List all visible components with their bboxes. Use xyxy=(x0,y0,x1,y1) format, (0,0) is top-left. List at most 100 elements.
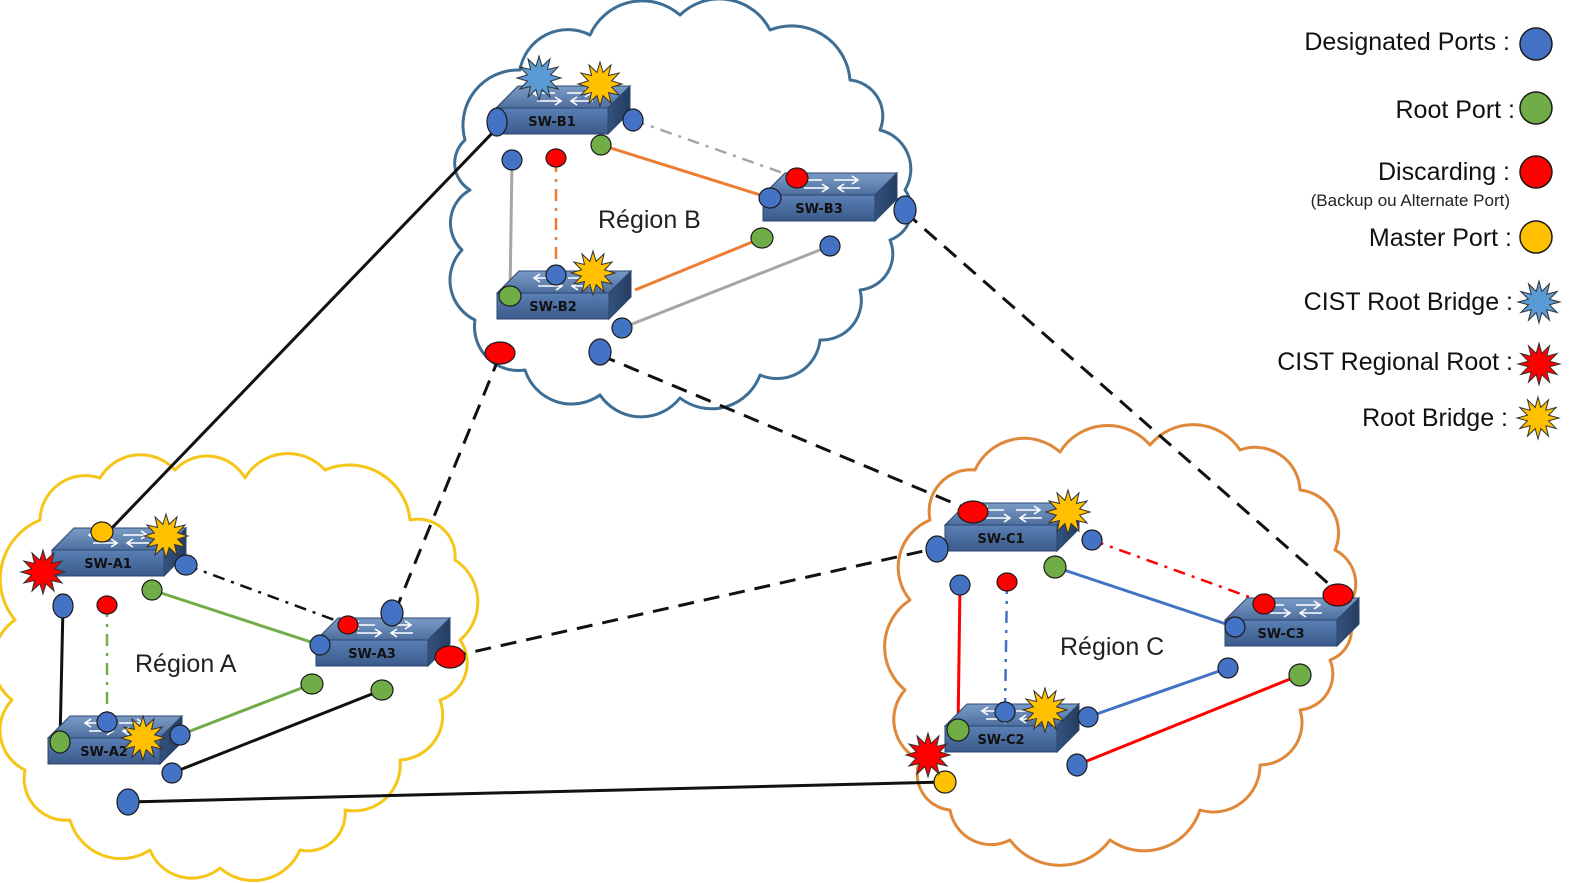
switch-arrow-icon xyxy=(804,183,830,193)
switch-arrow-icon xyxy=(1016,505,1042,515)
root-bridge-icon xyxy=(142,512,190,560)
legend-root-port-swatch xyxy=(1519,91,1553,125)
discarding-port xyxy=(957,500,989,524)
link-a2-c2 xyxy=(127,780,946,804)
cist-regional-root-icon xyxy=(904,731,952,779)
designated-port xyxy=(1077,706,1099,728)
root-bridge-icon xyxy=(1021,686,1069,734)
link-b2-c1 xyxy=(599,353,971,512)
link-c1-c3 xyxy=(1054,565,1236,629)
legend-discarding-sublabel: (Backup ou Alternate Port) xyxy=(1311,191,1510,210)
discarding-port xyxy=(785,167,809,189)
designated-port xyxy=(1066,753,1088,777)
master-port xyxy=(933,770,957,794)
link-a1-a2 xyxy=(58,605,65,743)
switch-b3: SW-B3 xyxy=(761,171,899,223)
legend-discarding-label: Discarding : xyxy=(1378,158,1510,186)
root-bridge-icon xyxy=(576,60,624,108)
root-port xyxy=(49,730,71,754)
root-port xyxy=(750,227,774,249)
root-port xyxy=(498,285,522,307)
link-b2-b3-b xyxy=(621,244,831,330)
root-port xyxy=(1043,555,1067,579)
link-a2-a3 xyxy=(179,682,313,737)
region-a-label: Région A xyxy=(135,650,237,678)
designated-port xyxy=(588,338,612,366)
link-a1-b1 xyxy=(108,123,502,532)
switch-label: SW-A3 xyxy=(348,647,396,662)
discarding-port xyxy=(1322,583,1354,607)
root-bridge-icon xyxy=(569,249,617,297)
designated-port xyxy=(380,599,404,627)
designated-port xyxy=(622,108,644,132)
discarding-port xyxy=(484,341,516,365)
discarding-port xyxy=(337,615,359,635)
ports xyxy=(49,107,1354,816)
root-port xyxy=(370,679,394,701)
designated-port xyxy=(1217,657,1239,679)
legend-marks xyxy=(1515,27,1562,441)
root-port xyxy=(590,134,612,156)
link-c1-c2 xyxy=(956,584,962,731)
region-c-label: Région C xyxy=(1060,633,1164,661)
switch-label: SW-C1 xyxy=(977,532,1024,547)
legend-cist-regional-label: CIST Regional Root : xyxy=(1277,348,1513,376)
legend-designated-label: Designated Ports : xyxy=(1304,28,1510,56)
switch-arrow-icon xyxy=(986,513,1012,523)
switch-arrow-icon xyxy=(1296,600,1322,610)
legend-discarding-swatch xyxy=(1519,155,1553,189)
legend-root-bridge-label: Root Bridge : xyxy=(1362,404,1508,432)
switch-label: SW-B3 xyxy=(795,202,842,217)
designated-port xyxy=(169,724,191,746)
switch-arrow-icon xyxy=(1018,513,1042,523)
root-bridge-icon xyxy=(1044,488,1092,536)
designated-port xyxy=(893,195,917,225)
link-a1-a3 xyxy=(151,588,321,647)
root-bridge-icon xyxy=(119,714,167,762)
legend-master-swatch xyxy=(1519,220,1553,254)
links xyxy=(58,118,1339,804)
switch-side-face xyxy=(1056,702,1080,754)
legend-root-bridge-icon xyxy=(1515,395,1561,441)
switch-a3: SW-A3 xyxy=(314,616,452,668)
discarding-port xyxy=(96,595,118,615)
region-a-cloud xyxy=(0,451,480,882)
switch-arrow-icon xyxy=(93,538,119,548)
link-b1-b3 xyxy=(600,143,771,200)
switch-arrow-icon xyxy=(537,96,563,106)
link-c2-c3 xyxy=(1087,666,1229,719)
switch-label: SW-B2 xyxy=(529,300,576,315)
root-port xyxy=(1288,663,1312,687)
switch-side-face xyxy=(608,269,632,321)
designated-port xyxy=(501,149,523,171)
designated-port xyxy=(758,187,782,209)
switch-arrow-icon xyxy=(836,183,860,193)
link-a2-a3-b xyxy=(171,688,383,775)
designated-port xyxy=(486,107,508,137)
discarding-port xyxy=(545,148,567,168)
designated-port xyxy=(52,593,74,619)
legend-designated-swatch xyxy=(1519,27,1553,61)
legend-cist-regional-icon xyxy=(1516,341,1562,387)
switch-arrow-icon xyxy=(357,628,383,638)
switch-label: SW-A2 xyxy=(80,745,128,760)
switch-side-face xyxy=(874,171,898,223)
root-port xyxy=(946,718,970,742)
designated-port xyxy=(925,535,949,563)
link-b2-b3 xyxy=(634,236,763,292)
switch-side-face xyxy=(427,616,451,668)
designated-port xyxy=(545,264,567,286)
discarding-port xyxy=(996,572,1018,592)
link-a3-b2 xyxy=(393,354,502,613)
designated-port xyxy=(819,235,841,257)
switch-side-face xyxy=(1336,596,1360,648)
designated-port xyxy=(1081,529,1103,551)
legend-root-port-label: Root Port : xyxy=(1396,96,1516,124)
link-b3-c3 xyxy=(904,210,1339,594)
link-c1-c2-backup xyxy=(1003,581,1009,713)
designated-port xyxy=(994,701,1016,723)
discarding-port xyxy=(1252,593,1276,615)
legend-cist-root-icon xyxy=(1516,279,1562,325)
region-clouds xyxy=(0,0,1358,882)
